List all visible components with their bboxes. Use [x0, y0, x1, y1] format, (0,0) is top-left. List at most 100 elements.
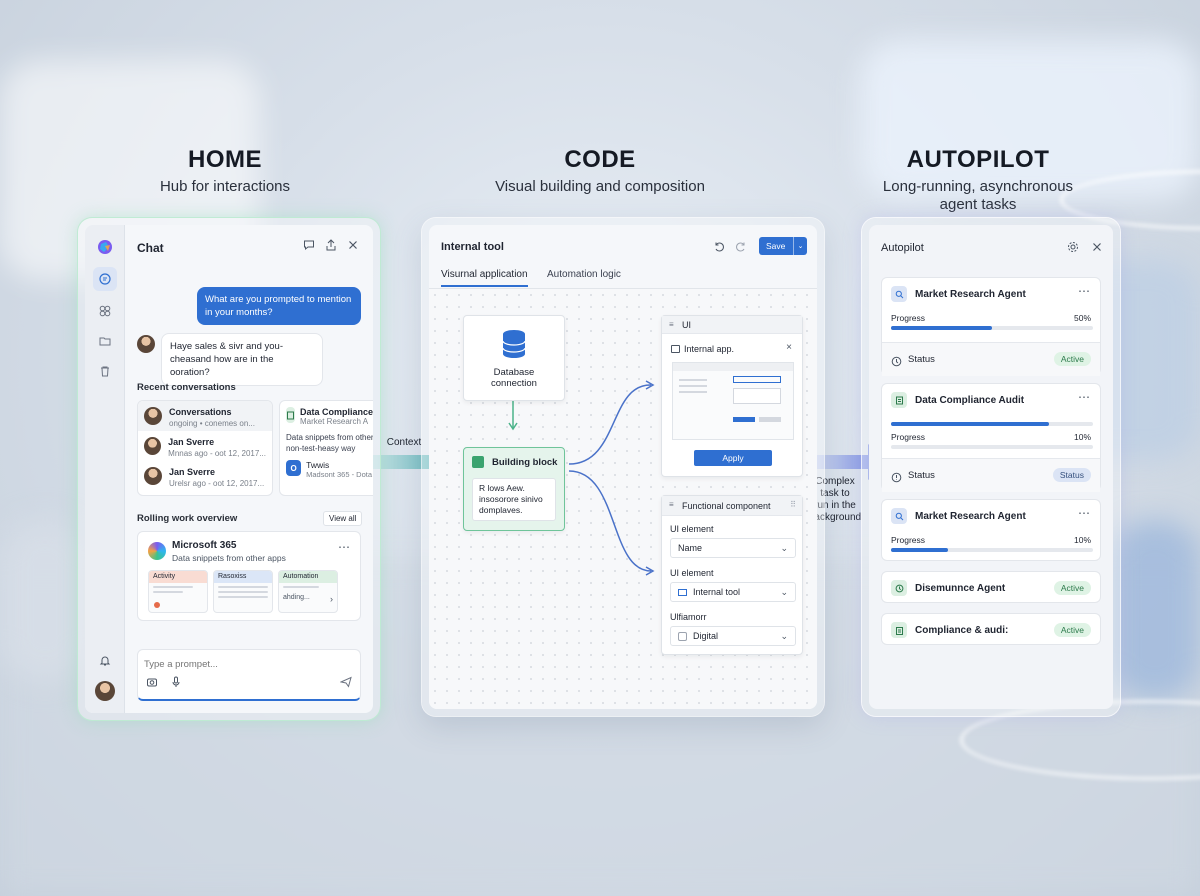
copilot-logo[interactable] [93, 235, 117, 259]
trash-rail-button[interactable] [93, 359, 117, 383]
gear-icon[interactable] [1067, 240, 1079, 258]
camera-icon[interactable] [146, 675, 158, 693]
agent-card[interactable]: Disemunnce Agent Active [881, 571, 1101, 603]
table-icon [678, 588, 687, 596]
chat-header-title: Chat [137, 241, 164, 255]
conversation-list: Conversations ongoing • conemes on... Jan… [137, 400, 273, 496]
digital-select[interactable]: Digital ⌄ [670, 626, 796, 646]
progress-bar [891, 422, 1093, 426]
side-conversation-card[interactable]: Data Compliance Market Research A Data s… [279, 400, 373, 496]
conversation-title: Conversations [169, 407, 232, 417]
microsoft-365-card[interactable]: Microsoft 365 Data snippets from other a… [137, 531, 361, 621]
automation-footer: ahding... [283, 594, 310, 601]
automation-mini-card[interactable]: Automation ahding... › [278, 570, 338, 613]
apply-button[interactable]: Apply [694, 450, 772, 466]
name-select[interactable]: Name ⌄ [670, 538, 796, 558]
functional-component-node[interactable]: ≡ Functional component ⠿ UI element Name… [661, 495, 803, 655]
apps-rail-button[interactable] [93, 299, 117, 323]
close-icon[interactable]: × [786, 342, 792, 353]
close-icon[interactable] [347, 239, 359, 251]
functional-title: Functional component [682, 501, 771, 511]
drag-handle-icon[interactable]: ⠿ [790, 500, 796, 509]
chevron-right-icon[interactable]: › [330, 594, 333, 604]
status-clock-icon [891, 354, 902, 372]
checkbox-icon[interactable] [678, 631, 687, 641]
home-heading: HOME Hub for interactions [100, 146, 350, 196]
progress-label: Progress [891, 313, 926, 323]
autopilot-header-title: Autopilot [881, 242, 924, 254]
building-block-node[interactable]: Building block R lows Aew. insosorore si… [463, 447, 565, 531]
prompt-composer [137, 649, 361, 701]
agent-card[interactable]: Market Research Agent ⋯ Progress 10% [881, 499, 1101, 561]
database-icon [502, 330, 526, 358]
tab-automation-logic[interactable]: Automation logic [547, 269, 621, 280]
app-window-icon [671, 345, 680, 353]
trash-icon [101, 366, 109, 377]
comment-icon[interactable] [303, 239, 315, 251]
timer-icon [891, 580, 907, 596]
progress-track-secondary [891, 445, 1093, 449]
more-icon[interactable]: ⋯ [338, 540, 350, 554]
share-icon[interactable] [325, 239, 337, 251]
agent-card[interactable]: Market Research Agent ⋯ Progress 50% Sta… [881, 277, 1101, 376]
more-icon[interactable]: ⋯ [1078, 506, 1090, 520]
more-icon[interactable]: ⋯ [1078, 390, 1090, 404]
conversation-subtitle: ongoing • conemes on... [169, 419, 255, 428]
side-rail [85, 225, 125, 713]
undo-icon[interactable] [713, 240, 725, 258]
agent-card[interactable]: Data Compliance Audit ⋯ Progress 10% Sta… [881, 383, 1101, 492]
rasoxiss-mini-card[interactable]: Rasoxiss [213, 570, 273, 613]
tab-visual-application[interactable]: Visurnal application [441, 269, 528, 287]
folder-rail-button[interactable] [93, 329, 117, 353]
agent-card[interactable]: Compliance & audi: Active [881, 613, 1101, 645]
conversation-item[interactable]: Conversations ongoing • conemes on... [138, 401, 272, 431]
redo-icon[interactable] [735, 240, 747, 258]
assistant-message-bubble: Haye sales & sivr and you-cheasand how a… [161, 333, 323, 386]
outlook-icon: O [286, 460, 302, 476]
activity-mini-card[interactable]: Activity [148, 570, 208, 613]
field-label: UI element [670, 524, 714, 534]
folder-icon [99, 337, 111, 346]
home-panel: Chat What are you prompted to mention in… [85, 225, 373, 713]
microphone-icon[interactable] [170, 675, 182, 693]
complex-label-1: Complex [815, 476, 855, 487]
context-label: Context [386, 437, 422, 448]
bell-icon [99, 656, 111, 666]
mini-card-label: Activity [149, 571, 207, 583]
view-all-button[interactable]: View all [323, 511, 363, 526]
side-card-footer-title: Twwis [306, 460, 330, 470]
complex-label-3: run in the [814, 500, 856, 511]
chevron-down-icon[interactable]: ⌄ [793, 237, 807, 255]
conversation-title: Jan Sverre [168, 437, 215, 447]
status-label: Status [908, 470, 935, 481]
user-avatar[interactable] [93, 679, 117, 703]
building-block-body: R lows Aew. insosorore sinivo domplaves. [472, 478, 556, 521]
complex-label-2: task to [820, 488, 850, 499]
autopilot-window: Autopilot Market Research Agent ⋯ Progre… [862, 218, 1120, 716]
user-message-bubble: What are you prompted to mention in your… [197, 287, 361, 325]
more-icon[interactable]: ⋯ [1078, 284, 1090, 298]
internal-tool-select[interactable]: Internal tool ⌄ [670, 582, 796, 602]
prompt-input[interactable] [144, 656, 344, 672]
microsoft-365-logo [148, 542, 166, 560]
m365-subtitle: Data snippets from other apps [172, 553, 286, 563]
save-button[interactable]: Save ⌄ [759, 237, 807, 255]
send-icon[interactable] [339, 675, 352, 693]
code-window: Internal tool Save ⌄ Visurnal applicatio… [422, 218, 824, 716]
side-card-subtitle: Market Research A [300, 417, 369, 426]
chevron-down-icon: ⌄ [780, 542, 788, 553]
design-canvas[interactable]: Database connection Building block R low… [429, 289, 817, 709]
close-icon[interactable] [1091, 240, 1103, 258]
notifications-rail-button[interactable] [93, 649, 117, 673]
code-header-title: Internal tool [441, 241, 504, 253]
database-connection-node[interactable]: Database connection [463, 315, 565, 401]
status-badge: Active [1053, 352, 1091, 366]
list-icon: ≡ [669, 320, 674, 329]
document-icon [286, 407, 295, 423]
ui-node[interactable]: UI ≡ Internal app. × Apply [661, 315, 803, 477]
document-icon [891, 392, 907, 408]
chat-rail-button[interactable] [93, 267, 117, 291]
chat-icon [99, 273, 111, 285]
